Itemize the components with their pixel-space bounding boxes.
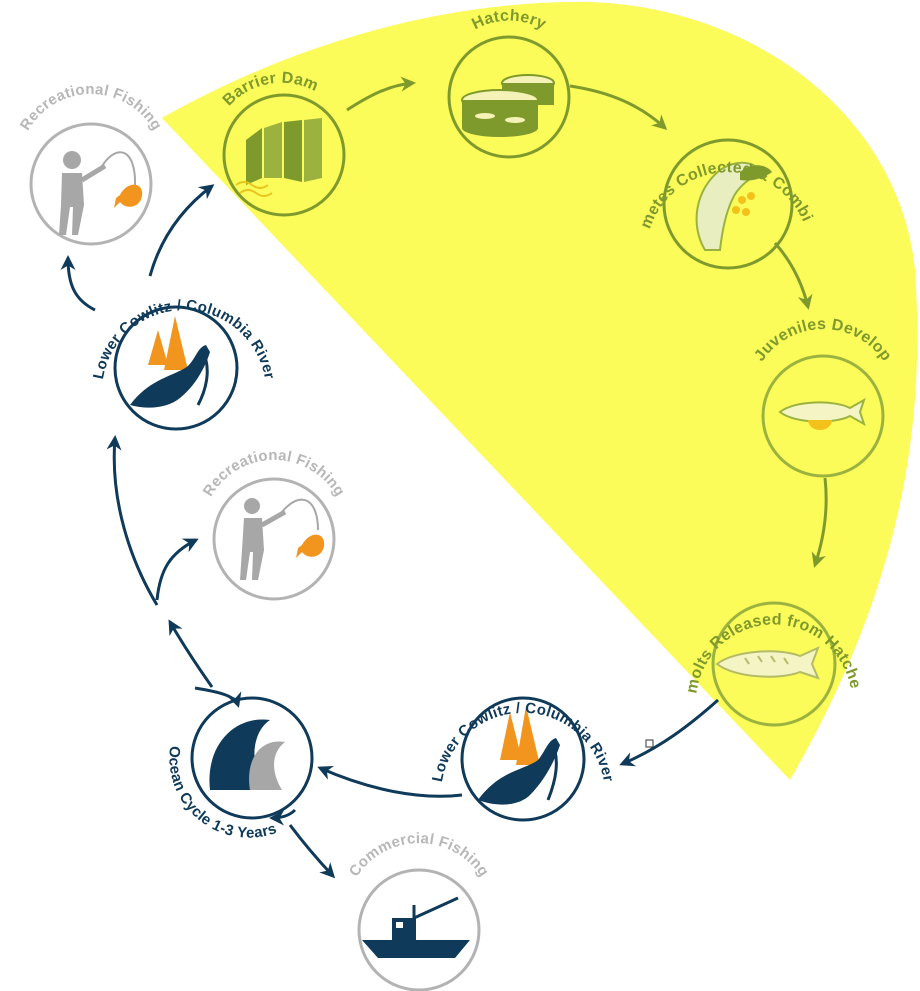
recreational-mid-label: Recreational Fishing <box>200 447 348 499</box>
angler-icon <box>59 151 143 235</box>
svg-text:Recreational Fishing: Recreational Fishing <box>17 81 165 133</box>
svg-text:Recreational Fishing: Recreational Fishing <box>200 447 348 499</box>
salmon-eggs-icon <box>695 161 772 251</box>
wild-flow-arrows <box>60 184 719 879</box>
dam-icon <box>235 118 322 197</box>
fishing-boat-icon <box>362 896 470 958</box>
angler-icon <box>240 498 325 580</box>
river-lower-node: Lower Cowlitz / Columbia River <box>429 696 617 822</box>
recreational-mid-node: Recreational Fishing <box>200 447 348 601</box>
wave-icon <box>209 719 285 790</box>
river-trees-icon <box>478 706 560 805</box>
barrier-dam-node: Barrier Dam <box>220 70 346 217</box>
river-upper-node: Lower Cowlitz / Columbia River <box>90 297 278 431</box>
hatchery-node: Hatchery <box>447 7 571 159</box>
commercial-label: Commercial Fishing <box>346 830 492 880</box>
smolt-fish-icon <box>715 646 820 680</box>
hatchery-tanks-icon <box>461 74 555 137</box>
juvenile-fish-icon <box>778 397 866 430</box>
resize-handle[interactable] <box>645 739 654 748</box>
svg-text:Commercial Fishing: Commercial Fishing <box>346 830 492 880</box>
recreational-top-node: Recreational Fishing <box>17 81 165 246</box>
river-trees-icon <box>130 316 210 408</box>
hatchery-flow-arrows <box>346 76 828 568</box>
recreational-top-label: Recreational Fishing <box>17 81 165 133</box>
ocean-node: Ocean Cycle 1-3 Years <box>165 696 314 842</box>
commercial-node: Commercial Fishing <box>346 830 492 991</box>
